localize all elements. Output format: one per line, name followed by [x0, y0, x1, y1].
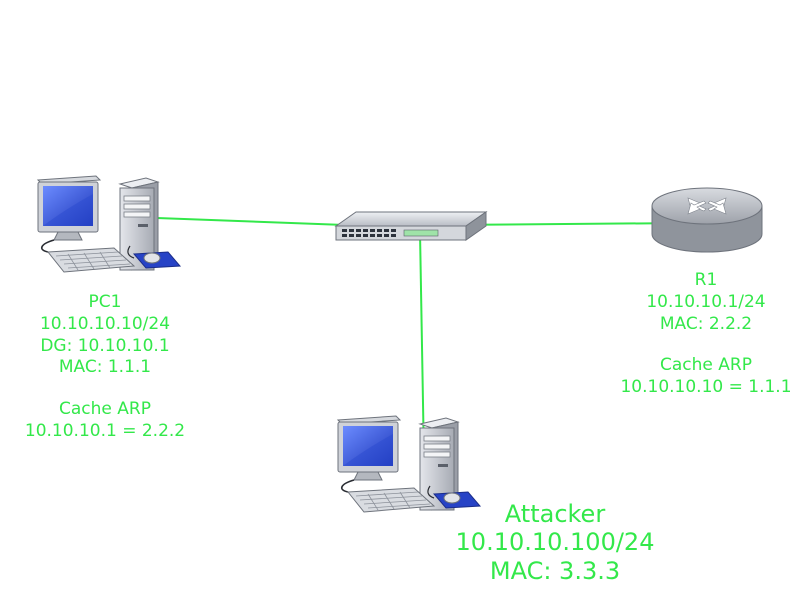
pc1-gateway: DG: 10.10.10.1	[40, 335, 170, 356]
router-icon[interactable]	[651, 187, 763, 253]
r1-mac: MAC: 2.2.2	[659, 313, 753, 334]
pc1-ip: 10.10.10.10/24	[39, 313, 171, 334]
pc1-cache-entry: 10.10.10.1 = 2.2.2	[24, 420, 186, 441]
r1-ip: 10.10.10.1/24	[646, 291, 766, 312]
r1-label: R1 10.10.10.1/24 MAC: 2.2.2 Cache ARP 10…	[600, 270, 800, 399]
attacker-label: Attacker 10.10.10.100/24 MAC: 3.3.3	[430, 500, 680, 585]
pc1-desktop-icon[interactable]	[37, 175, 181, 273]
pc1-cache-title: Cache ARP	[59, 399, 151, 419]
attacker-ip: 10.10.10.100/24	[455, 528, 655, 557]
attacker-desktop-icon[interactable]	[337, 415, 481, 513]
attacker-name: Attacker	[504, 500, 606, 528]
pc1-label: PC1 10.10.10.10/24 DG: 10.10.10.1 MAC: 1…	[0, 292, 210, 443]
attacker-mac: MAC: 3.3.3	[489, 556, 621, 585]
r1-name: R1	[694, 270, 718, 290]
network-switch-icon[interactable]	[334, 211, 488, 241]
pc1-name: PC1	[88, 292, 122, 312]
link-switch-attacker	[419, 231, 425, 461]
pc1-mac: MAC: 1.1.1	[58, 357, 152, 378]
r1-cache-title: Cache ARP	[660, 355, 752, 376]
r1-cache-entry: 10.10.10.10 = 1.1.1	[620, 377, 792, 397]
